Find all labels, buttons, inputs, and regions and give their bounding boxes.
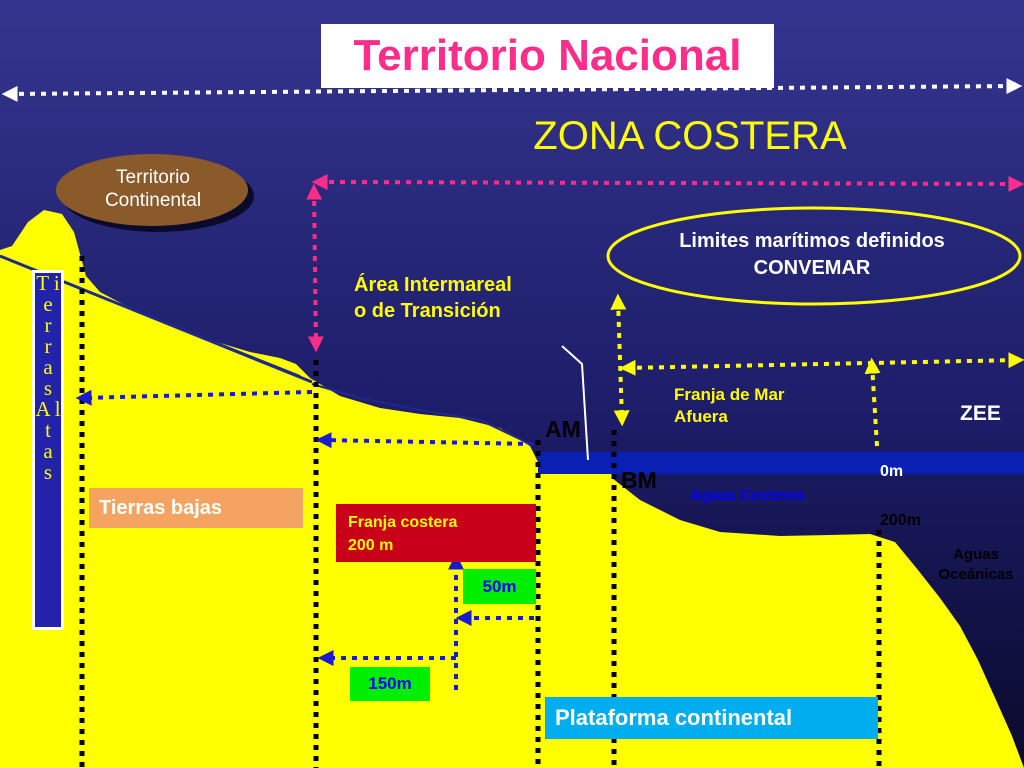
limites-line: Limites marítimos definidos [679, 230, 945, 252]
franja-mar-afuera-label: Franja de Mar Afuera [674, 384, 785, 428]
bm-label: BM [621, 467, 657, 493]
tidal-range-arrow [610, 293, 630, 427]
area-intermareal-line: o de Transición [354, 300, 501, 322]
tierras-altas-char: s [43, 460, 53, 484]
150m-label: 150m [350, 667, 430, 701]
tierras-altas-char: A l [35, 397, 61, 421]
territorio-ellipse [56, 154, 248, 226]
national-territory-arrow [1, 78, 1023, 102]
zee-label: ZEE [960, 402, 1001, 425]
tierras-altas-char: e [43, 292, 53, 316]
limites-ellipse [606, 206, 1022, 306]
intertidal-height-arrow [306, 183, 324, 353]
tierras-altas-char: s [43, 376, 53, 400]
tierras-altas-char: a [43, 439, 53, 463]
limites-maritimos-label: Limites marítimos definidos CONVEMAR [612, 228, 1012, 282]
aguas-oceanicas-line: Aguas [953, 546, 999, 563]
am-marker-line [561, 345, 589, 461]
lowlands-arrow [75, 389, 313, 406]
tierras-altas-char: r [44, 334, 52, 358]
zona-costera-heading: ZONA COSTERA [533, 114, 847, 158]
am-label: AM [545, 416, 581, 442]
coastal-zone-arrow [311, 174, 1024, 192]
franja-mar-line: Franja de Mar [674, 385, 785, 404]
depth-0m-label: 0m [880, 463, 904, 480]
aguas-oceanicas-line: Oceánicas [938, 566, 1014, 583]
tierras-altas-char: t [45, 418, 51, 442]
aguas-costeras-label: Aguas Costeras [690, 487, 805, 504]
page-title: Territorio Nacional [321, 24, 774, 88]
area-intermareal-label: Área Intermareal o de Transición [354, 272, 512, 324]
territorio-continental-line: Continental [104, 190, 202, 211]
territorio-continental-label: Territorio Continental [58, 156, 248, 226]
sea-water-band [538, 452, 1024, 474]
tierras-altas-char: T i [36, 271, 60, 295]
limites-line: CONVEMAR [753, 257, 871, 279]
depth-200m-label: 200m [880, 512, 921, 529]
tierras-bajas-label: Tierras bajas [89, 488, 303, 528]
zee-vertical-arrow [864, 357, 881, 447]
plataforma-continental-label: Plataforma continental [545, 697, 878, 739]
shoreline-step [538, 474, 612, 480]
offshore-strip-arrow [619, 352, 1024, 376]
franja-costera-line: 200 m [348, 537, 394, 554]
land-profile [0, 210, 1024, 768]
aguas-oceanicas-label: Aguas Oceánicas [928, 545, 1024, 585]
tierras-altas-char: r [44, 313, 52, 337]
tierras-altas-char: a [43, 355, 53, 379]
territorio-continental-line: Territorio [116, 167, 190, 188]
50m-label: 50m [463, 569, 536, 604]
area-intermareal-line: Área Intermareal [354, 274, 512, 296]
franja-costera-label: Franja costera 200 m [336, 504, 536, 562]
franja-mar-line: Afuera [674, 407, 728, 426]
coast-line [311, 383, 531, 445]
tierras-altas-label: T i e r r a s A l t a s [32, 270, 64, 630]
franja-costera-line: Franja costera [348, 514, 458, 531]
coastal-strip-arrow [315, 432, 535, 449]
